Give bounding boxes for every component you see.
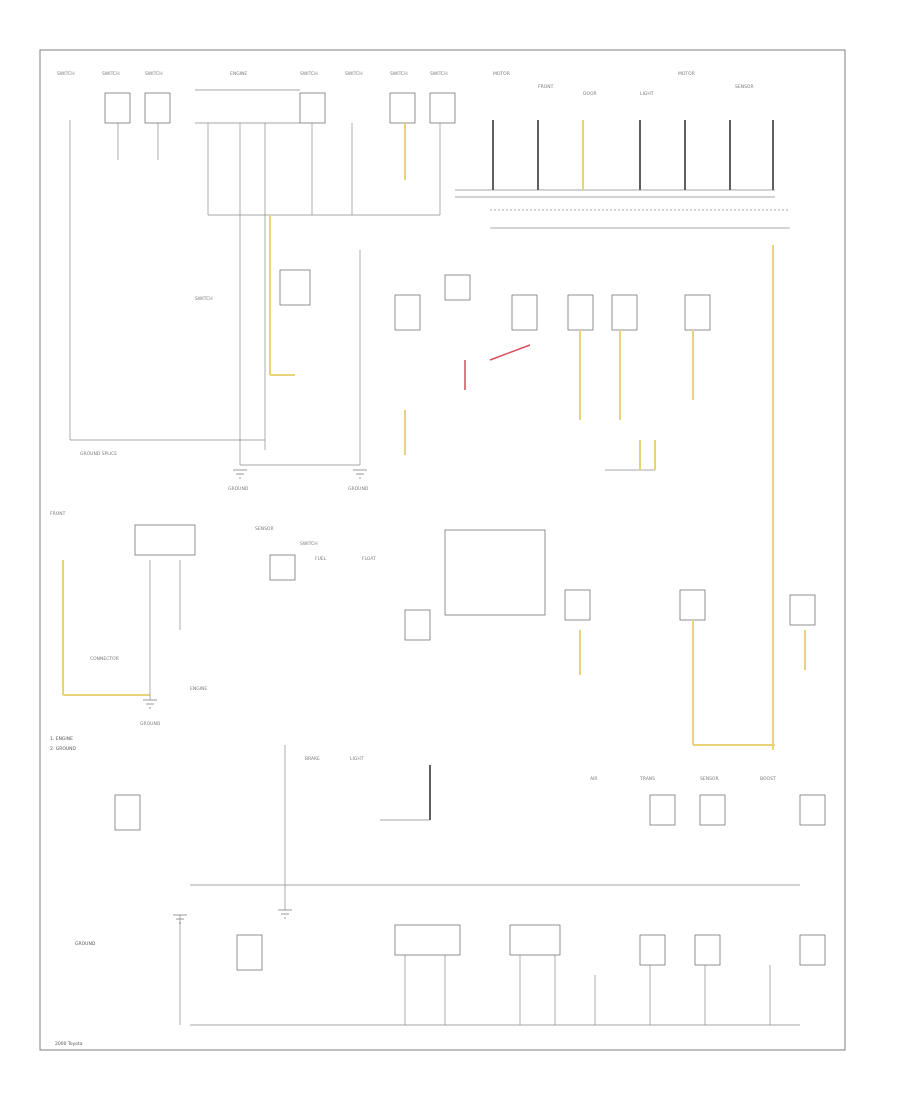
svg-text:FUEL: FUEL <box>315 556 327 562</box>
svg-text:SWITCH: SWITCH <box>300 541 318 547</box>
svg-text:MOTOR: MOTOR <box>678 71 695 77</box>
bottom-bus <box>179 915 800 1026</box>
svg-text:SWITCH: SWITCH <box>57 71 75 77</box>
svg-text:ENGINE: ENGINE <box>190 686 207 692</box>
legend-line-2: 2. GROUND <box>50 746 77 752</box>
svg-text:SWITCH: SWITCH <box>430 71 448 77</box>
svg-text:BOOST: BOOST <box>760 776 776 782</box>
svg-text:SWITCH: SWITCH <box>145 71 163 77</box>
svg-text:DOOR: DOOR <box>583 91 597 97</box>
lower-components <box>114 794 826 971</box>
svg-text:GROUND: GROUND <box>140 721 161 727</box>
top-bus <box>195 89 790 229</box>
lower-middle: BRAKE LIGHT AIR TRANS SENSOR BOOST <box>190 745 800 910</box>
top-verticals <box>69 120 774 450</box>
ground-splice-label: GROUND <box>75 941 96 947</box>
svg-text:GROUND: GROUND <box>348 486 369 492</box>
svg-text:SWITCH: SWITCH <box>345 71 363 77</box>
svg-text:AIR: AIR <box>590 776 598 782</box>
svg-text:SWITCH: SWITCH <box>195 296 213 302</box>
svg-text:SWITCH: SWITCH <box>102 71 120 77</box>
svg-text:GROUND: GROUND <box>228 486 249 492</box>
middle-right-components <box>394 245 774 750</box>
svg-text:SENSOR: SENSOR <box>735 84 754 90</box>
svg-text:BRAKE: BRAKE <box>305 756 320 762</box>
svg-text:MOTOR: MOTOR <box>493 71 510 77</box>
svg-text:SWITCH: SWITCH <box>300 71 318 77</box>
legend-line-1: 1. ENGINE <box>50 736 73 742</box>
left-middle: SWITCH GROUND SPLICE <box>70 215 361 466</box>
middle-row: SENSOR SWITCH FUEL FLOAT <box>255 526 816 746</box>
top-components: SWITCH SWITCH SWITCH ENGINE SWITCH SWITC… <box>57 71 754 124</box>
diagram-border <box>39 49 846 1051</box>
svg-text:ENGINE: ENGINE <box>230 71 247 77</box>
svg-text:GROUND SPLICE: GROUND SPLICE <box>80 451 117 457</box>
svg-text:CONNECTOR: CONNECTOR <box>90 656 119 662</box>
svg-text:FRONT: FRONT <box>50 511 66 517</box>
svg-text:SWITCH: SWITCH <box>390 71 408 77</box>
svg-text:LIGHT: LIGHT <box>640 91 654 97</box>
svg-text:SENSOR: SENSOR <box>255 526 274 532</box>
svg-text:LIGHT: LIGHT <box>350 756 364 762</box>
svg-text:FLOAT: FLOAT <box>362 556 376 562</box>
left-lower: FRONT CONNECTOR ENGINE <box>50 511 207 700</box>
svg-text:TRANS: TRANS <box>639 776 655 782</box>
footer-label: 2000 Toyota <box>55 1041 83 1047</box>
svg-text:FRONT: FRONT <box>538 84 554 90</box>
svg-text:SENSOR: SENSOR <box>700 776 719 782</box>
